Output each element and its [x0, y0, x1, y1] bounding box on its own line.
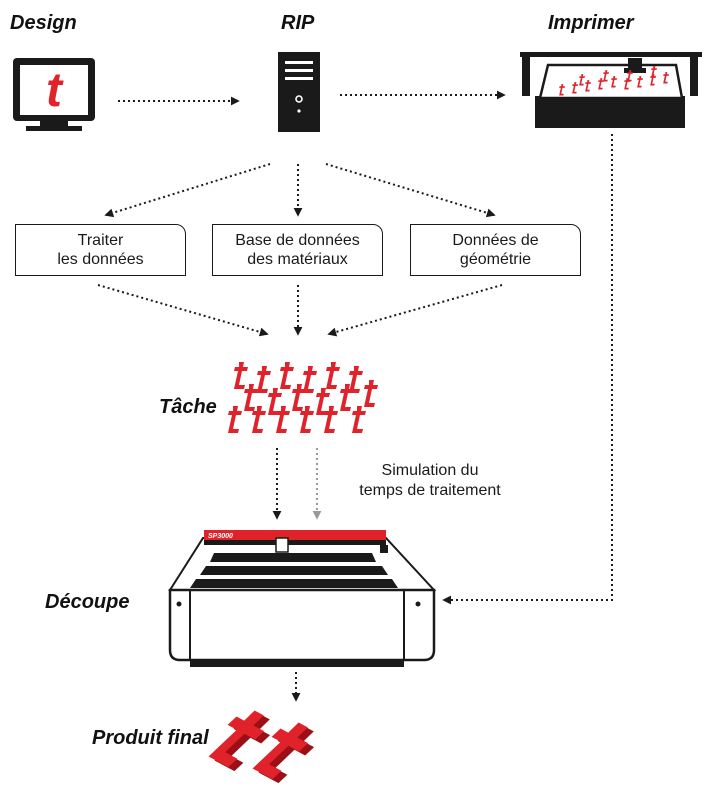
materials-database-line1: Base de données: [235, 232, 360, 249]
stage-title-cutter: Découpe: [45, 591, 130, 613]
cutter-machine-icon: SP3000: [168, 530, 437, 667]
simulation-line1: Simulation du: [381, 462, 479, 479]
stage-title-printer: Imprimer: [548, 12, 634, 34]
simulation-note: Simulation du temps de traitement: [330, 461, 530, 501]
stage-title-job: Tâche: [159, 396, 217, 418]
job-glyphs: [228, 362, 378, 433]
simulation-line2: temps de traitement: [359, 482, 501, 499]
geometry-data-line1: Données de: [452, 232, 539, 249]
materials-database-line2: des matériaux: [247, 251, 348, 268]
design-glyph: t: [46, 64, 64, 117]
stage-title-design: Design: [10, 12, 77, 34]
arrow-printer-to-cutter: [442, 134, 613, 605]
final-product-icon: [208, 710, 315, 784]
process-data-box: Traiter les données: [15, 224, 186, 276]
server-icon: [278, 52, 320, 132]
arrow-geometry-to-job: [327, 284, 503, 337]
materials-database-box: Base de données des matériaux: [212, 224, 383, 276]
stage-title-rip: RIP: [281, 12, 315, 34]
geometry-data-box: Données de géométrie: [410, 224, 581, 276]
monitor-icon: t: [13, 58, 95, 131]
process-data-line2: les données: [57, 251, 144, 268]
cutter-model-label: SP3000: [208, 533, 233, 540]
process-data-line1: Traiter: [77, 232, 124, 249]
arrow-rip-to-process: [104, 163, 271, 218]
geometry-data-line2: géométrie: [459, 251, 532, 268]
arrow-rip-to-geometry: [325, 163, 496, 218]
arrow-process-to-job: [97, 284, 269, 337]
stage-title-final: Produit final: [92, 727, 209, 749]
printer-icon: [520, 52, 702, 128]
